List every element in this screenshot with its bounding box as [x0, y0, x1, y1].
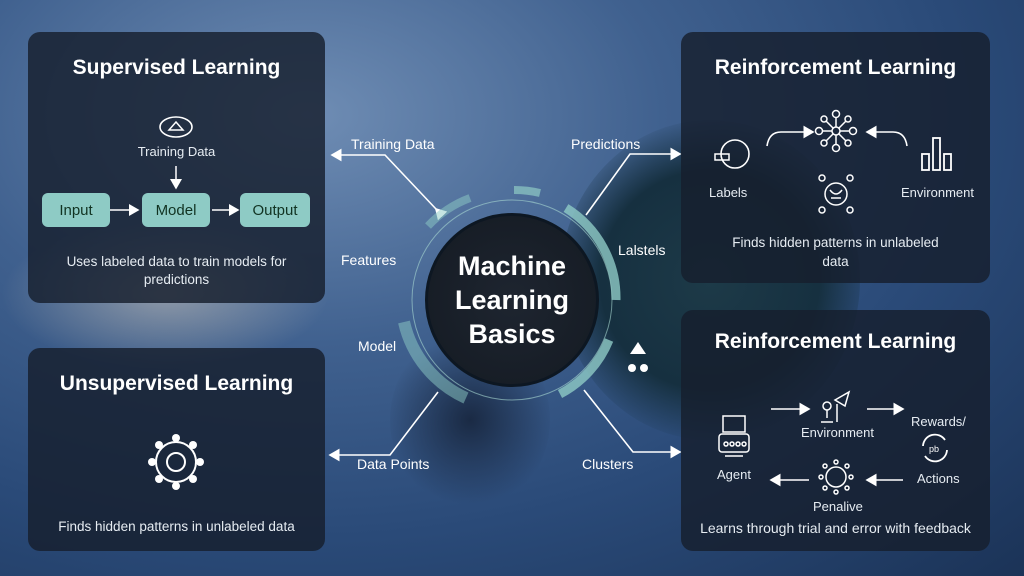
connector-label-lalstels: Lalstels — [618, 242, 666, 258]
unsupervised-learning-panel: Unsupervised Learning Finds hidden patte… — [28, 348, 325, 551]
flow-arrows-bottom — [769, 473, 903, 487]
panel-description: Finds hidden patterns in unlabeled data — [732, 235, 939, 269]
labels-label: Labels — [709, 185, 748, 200]
connector-label-clusters: Clusters — [582, 456, 634, 472]
bar-chart-icon — [921, 137, 952, 171]
penalty-gear-icon — [818, 459, 854, 495]
connector-label-data-points: Data Points — [357, 456, 430, 472]
center-title-line1: Machine — [457, 251, 567, 281]
flow-arrows — [766, 125, 908, 147]
data-icon — [159, 116, 193, 138]
svg-text:pb: pb — [929, 444, 939, 454]
environment-icon — [821, 390, 851, 423]
reinforcement-learning-panel-bottom: Reinforcement Learning Agent Environment… — [681, 310, 990, 551]
cluster-network-icon — [148, 434, 204, 490]
supervised-learning-panel: Supervised Learning Training Data Input … — [28, 32, 325, 303]
panel-description: Finds hidden patterns in unlabeled data — [58, 519, 295, 534]
panel-title: Unsupervised Learning — [59, 372, 294, 395]
labels-icon — [714, 139, 750, 169]
cycle-icon: pb — [922, 433, 948, 463]
model-box: Model — [142, 193, 210, 227]
penalive-label: Penalive — [813, 499, 863, 514]
center-title-line2: Learning — [454, 285, 569, 315]
agent-robot-icon — [718, 415, 750, 457]
training-data-label: Training Data — [137, 144, 216, 159]
output-box: Output — [240, 193, 310, 227]
panel-title: Reinforcement Learning — [714, 56, 957, 79]
agent-label: Agent — [717, 467, 751, 482]
center-hub: Machine Learning Basics — [428, 216, 596, 384]
connector-label-features: Features — [341, 252, 397, 268]
panel-description: Uses labeled data to train models for pr… — [66, 254, 287, 287]
connector-label-training-data: Training Data — [351, 136, 435, 152]
panel-title: Supervised Learning — [72, 56, 281, 79]
connector-label-model: Model — [358, 338, 397, 354]
center-title-line3: Basics — [468, 319, 556, 349]
connector-label-predictions: Predictions — [571, 136, 641, 152]
rewards-label: Rewards/ — [911, 414, 966, 429]
input-box: Input — [42, 193, 110, 227]
neural-network-icon — [814, 109, 858, 153]
shapes-icon — [628, 342, 648, 372]
flow-arrows — [110, 166, 240, 216]
flow-arrows-top — [771, 402, 905, 416]
environment-label: Environment — [801, 425, 874, 440]
brain-chip-icon — [818, 174, 854, 214]
reinforcement-learning-panel-top: Reinforcement Learning Labels Environmen… — [681, 32, 990, 283]
actions-label: Actions — [917, 471, 960, 486]
environment-label: Environment — [901, 185, 974, 200]
panel-title: Reinforcement Learning — [714, 330, 957, 353]
panel-description: Learns through trial and error with feed… — [700, 520, 971, 536]
